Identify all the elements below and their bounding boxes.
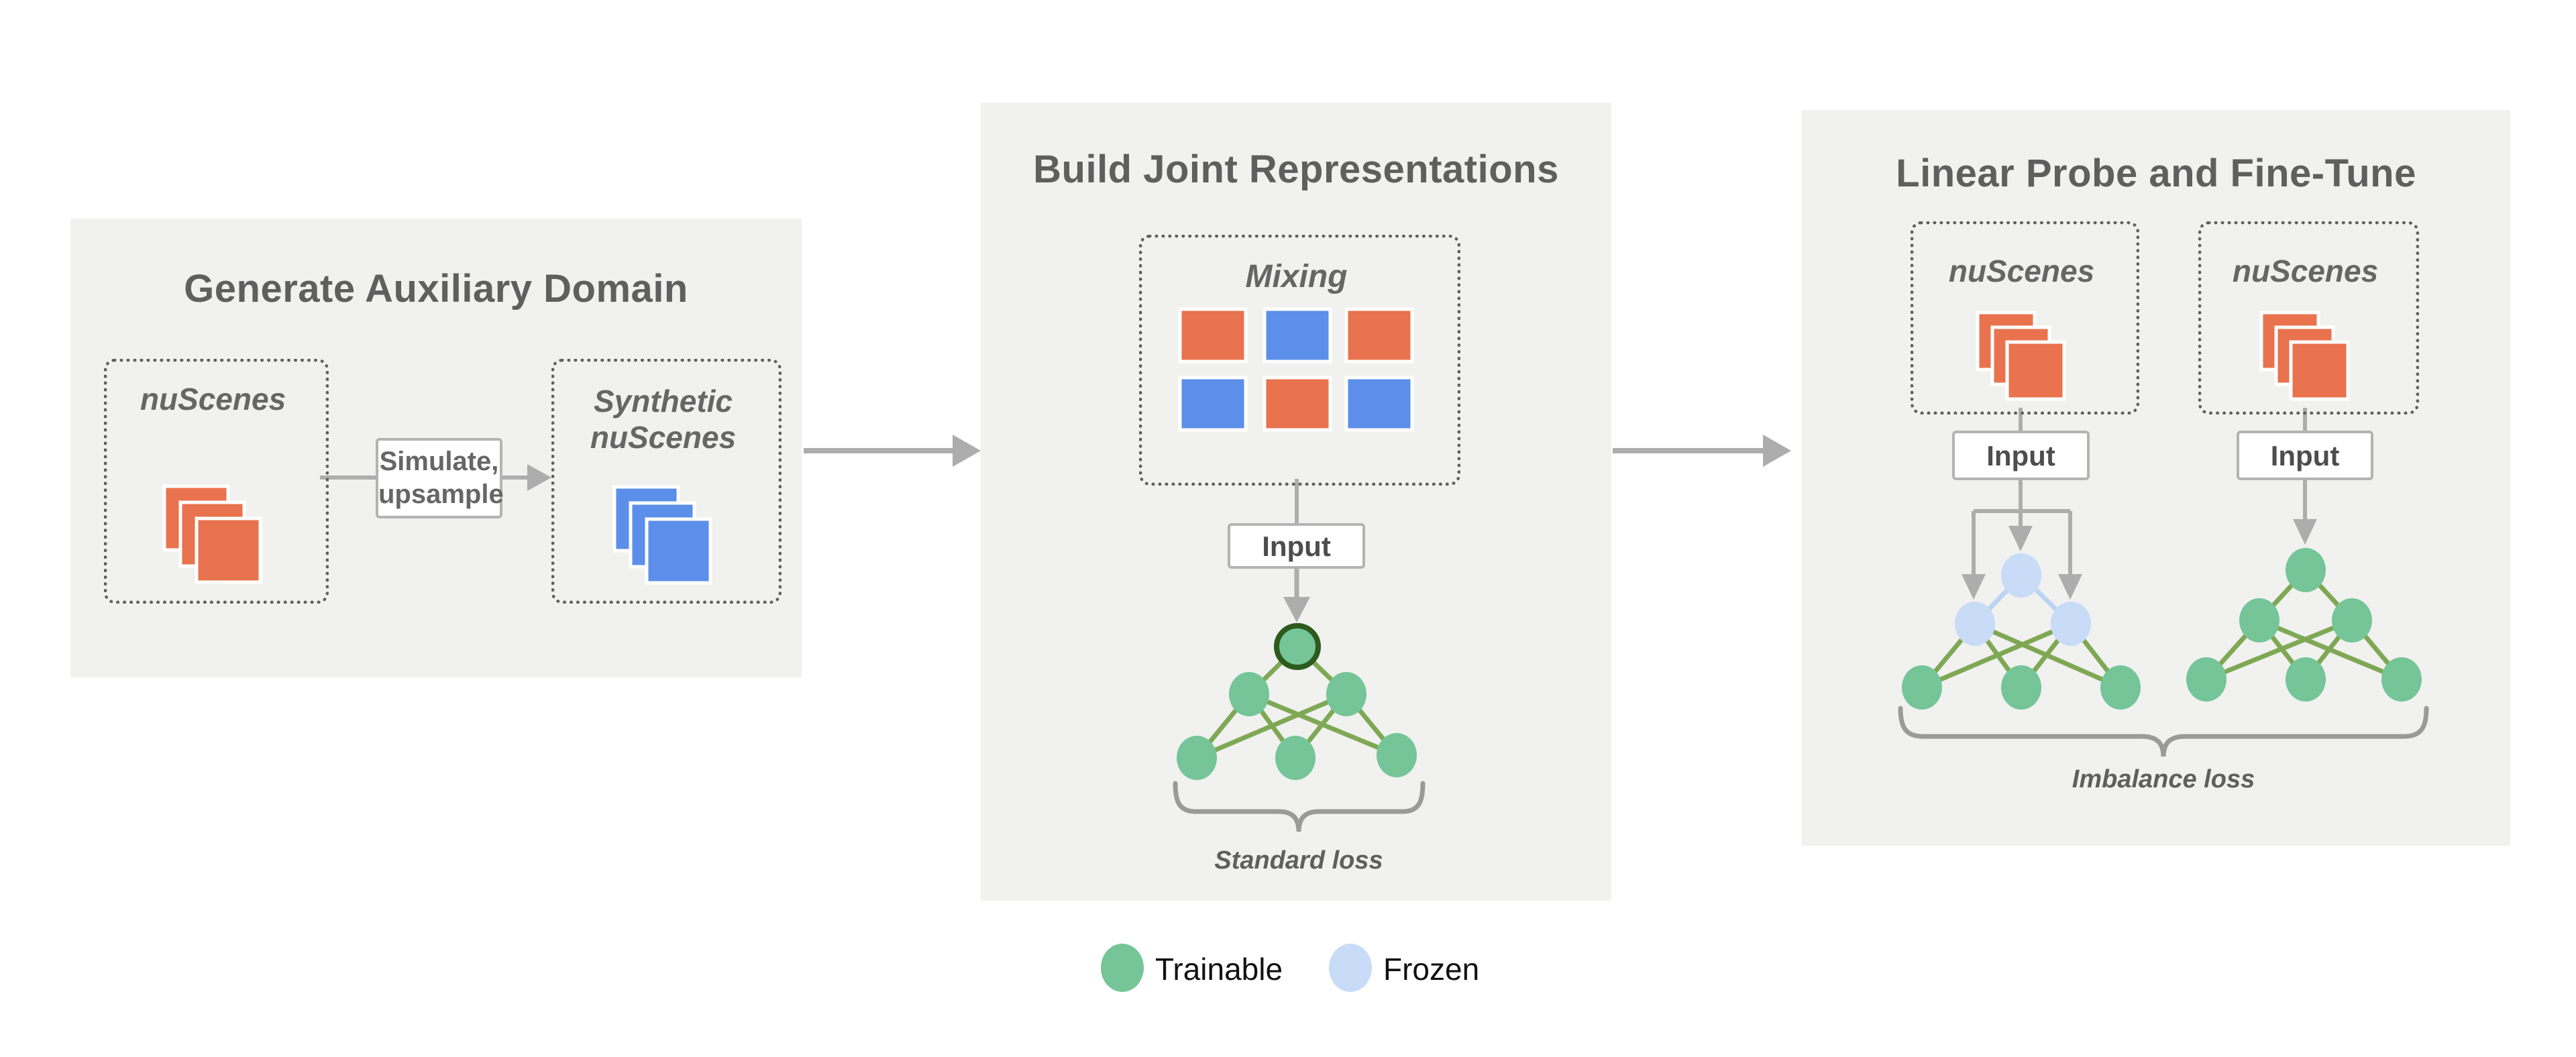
lp-left-image-stack-icon	[1976, 311, 2066, 401]
nuscenes-dataset-box	[104, 359, 329, 604]
panel3-title: Linear Probe and Fine-Tune	[1896, 152, 2416, 195]
simulate-line1: Simulate,	[379, 447, 499, 476]
frozen-probe-network	[1902, 553, 2141, 710]
imbalance-loss-brace-icon	[1898, 706, 2429, 757]
simulate-upsample-box: Simulate, upsample	[376, 438, 504, 518]
trainable-node	[2381, 657, 2422, 702]
trainable-node	[2286, 657, 2326, 702]
joint-network	[1177, 623, 1417, 780]
lp-left-input-fork-arrows-icon	[1962, 480, 2082, 600]
lp-left-dataset-box	[1911, 221, 2139, 414]
nuscenes-label: nuScenes	[140, 382, 286, 416]
flow-arrow-panel1-to-panel2-icon	[804, 435, 981, 467]
synthetic-label-line1: Synthetic	[593, 384, 733, 419]
trainable-node	[1902, 665, 1942, 710]
panel-linear-probe-fine-tune	[1802, 110, 2510, 846]
input-to-network-arrow-icon	[1283, 569, 1310, 622]
lp-right-input-arrow-icon	[2293, 480, 2317, 545]
trainable-node	[1326, 672, 1366, 716]
trainable-node	[1377, 733, 1417, 777]
simulate-line2: upsample	[378, 480, 504, 509]
trainable-node	[1229, 672, 1269, 716]
nuscenes-image-stack-icon	[162, 484, 262, 584]
lp-right-input-box: Input	[2237, 431, 2373, 480]
legend-frozen-swatch-icon	[1329, 944, 1372, 992]
imbalance-loss-label: Imbalance loss	[2072, 765, 2255, 793]
trainable-node	[1275, 736, 1316, 780]
synthetic-image-stack-icon	[612, 485, 712, 585]
panel2-title: Build Joint Representations	[1033, 148, 1559, 191]
lp-left-nuscenes-label: nuScenes	[1948, 254, 2095, 288]
panel1-title: Generate Auxiliary Domain	[184, 267, 688, 311]
simulate-arrow-icon	[502, 464, 551, 491]
finetune-network	[2186, 548, 2422, 702]
mixing-box	[1139, 235, 1460, 486]
trainable-node	[1177, 736, 1217, 780]
lp-right-image-stack-icon	[2259, 311, 2350, 401]
lp-right-nuscenes-label: nuScenes	[2232, 254, 2379, 288]
trainable-node	[2239, 598, 2279, 643]
standard-loss-brace-icon	[1173, 781, 1426, 832]
flow-arrow-panel2-to-panel3-icon	[1613, 435, 1791, 467]
synthetic-label-line2: nuScenes	[590, 420, 737, 455]
trainable-node-ringed	[1274, 623, 1321, 670]
legend-trainable-swatch-icon	[1101, 944, 1144, 992]
lp-left-input-box: Input	[1952, 431, 2090, 480]
frozen-node	[2051, 602, 2091, 646]
frozen-node	[2001, 553, 2041, 598]
joint-input-box: Input	[1228, 523, 1365, 569]
synthetic-nuscenes-dataset-box	[551, 359, 782, 604]
mixing-label: Mixing	[1245, 259, 1348, 294]
frozen-node	[1955, 602, 1995, 646]
trainable-node	[2332, 598, 2372, 643]
trainable-node	[2286, 548, 2326, 592]
standard-loss-label: Standard loss	[1214, 846, 1383, 875]
legend-frozen-label: Frozen	[1383, 952, 1480, 987]
trainable-node	[2100, 665, 2141, 710]
trainable-node	[2001, 665, 2041, 710]
synthetic-nuscenes-label: Synthetic nuScenes	[551, 383, 775, 455]
lp-right-dataset-box	[2198, 221, 2419, 414]
mixing-grid-icon	[1178, 307, 1414, 432]
trainable-node	[2186, 657, 2226, 702]
legend-trainable-label: Trainable	[1155, 952, 1283, 987]
